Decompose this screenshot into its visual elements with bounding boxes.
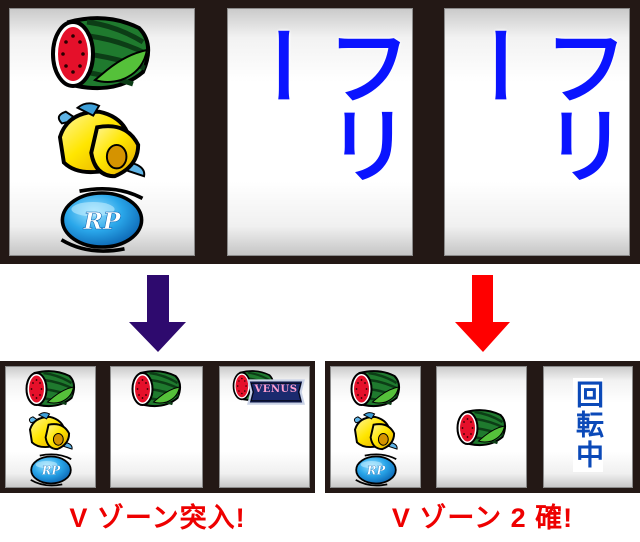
replay-icon [46, 184, 158, 256]
spinning-label: 回転中 [572, 378, 605, 472]
watermelon-icon [129, 369, 185, 409]
top-reel-left [9, 8, 195, 256]
free-label: フリー [229, 24, 411, 180]
replay-icon [348, 452, 404, 488]
bell-icon [46, 98, 158, 186]
arrow-down-icon [129, 275, 186, 352]
venus-label: VENUS [254, 384, 298, 395]
watermelon-icon [348, 369, 404, 409]
result-right-frame: 回転中 [325, 361, 640, 493]
free-label: フリー [446, 24, 628, 180]
arrow-down-icon [455, 275, 510, 352]
replay-icon [23, 452, 79, 488]
watermelon-icon [23, 369, 79, 409]
result-right-reel-1 [330, 366, 421, 488]
result-left-reel-1 [5, 366, 96, 488]
bell-icon [348, 410, 404, 454]
bell-icon [23, 410, 79, 454]
venus-icon: VENUS [247, 377, 305, 407]
caption-v-zone-entry: V ゾーン突入! [69, 503, 246, 533]
watermelon-icon [46, 14, 158, 94]
caption-v-zone-confirmed: V ゾーン 2 確! [391, 503, 574, 533]
result-right-reel-3: 回転中 [543, 366, 633, 488]
top-reel-frame: フリー フリー [0, 0, 640, 264]
result-left-frame: VENUS [0, 361, 315, 493]
result-right-reel-2 [436, 366, 527, 488]
top-reel-center: フリー [227, 8, 413, 256]
result-left-reel-3: VENUS [219, 366, 310, 488]
watermelon-icon [454, 408, 510, 448]
result-left-reel-2 [110, 366, 203, 488]
top-reel-right: フリー [444, 8, 630, 256]
